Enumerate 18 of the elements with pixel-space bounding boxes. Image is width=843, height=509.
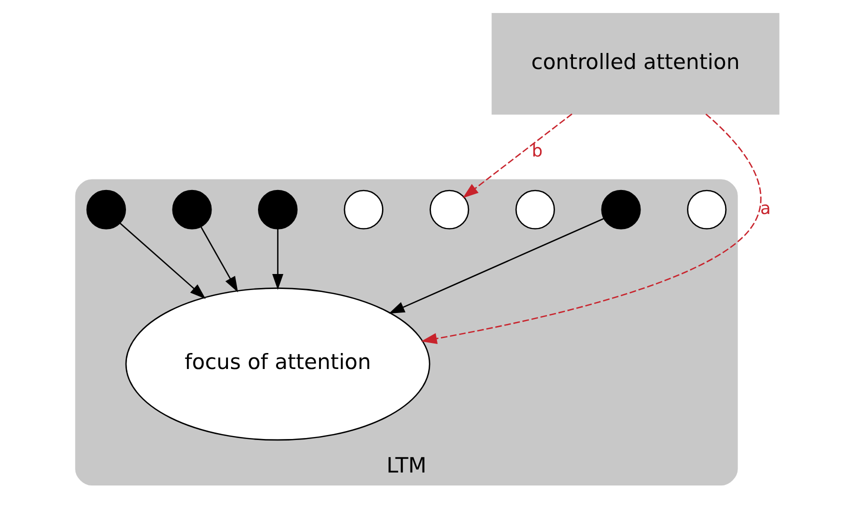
edge-label: a [760, 199, 770, 220]
node-circle [686, 190, 726, 230]
node-circle [86, 190, 126, 230]
arrow [200, 226, 238, 292]
node-box: controlled attention [491, 12, 779, 115]
arrow [272, 228, 283, 290]
arrow [388, 218, 604, 314]
arrow [119, 222, 206, 299]
edge-label: b [531, 142, 542, 162]
node-circle [600, 190, 640, 230]
node-circle [172, 190, 212, 230]
arrow [462, 113, 572, 198]
node-circle [258, 190, 298, 230]
node-circle [343, 190, 383, 230]
node-ellipse: focus of attention [124, 288, 430, 441]
node-circle [429, 190, 469, 230]
arrow [420, 114, 762, 344]
node-circle [514, 190, 554, 230]
